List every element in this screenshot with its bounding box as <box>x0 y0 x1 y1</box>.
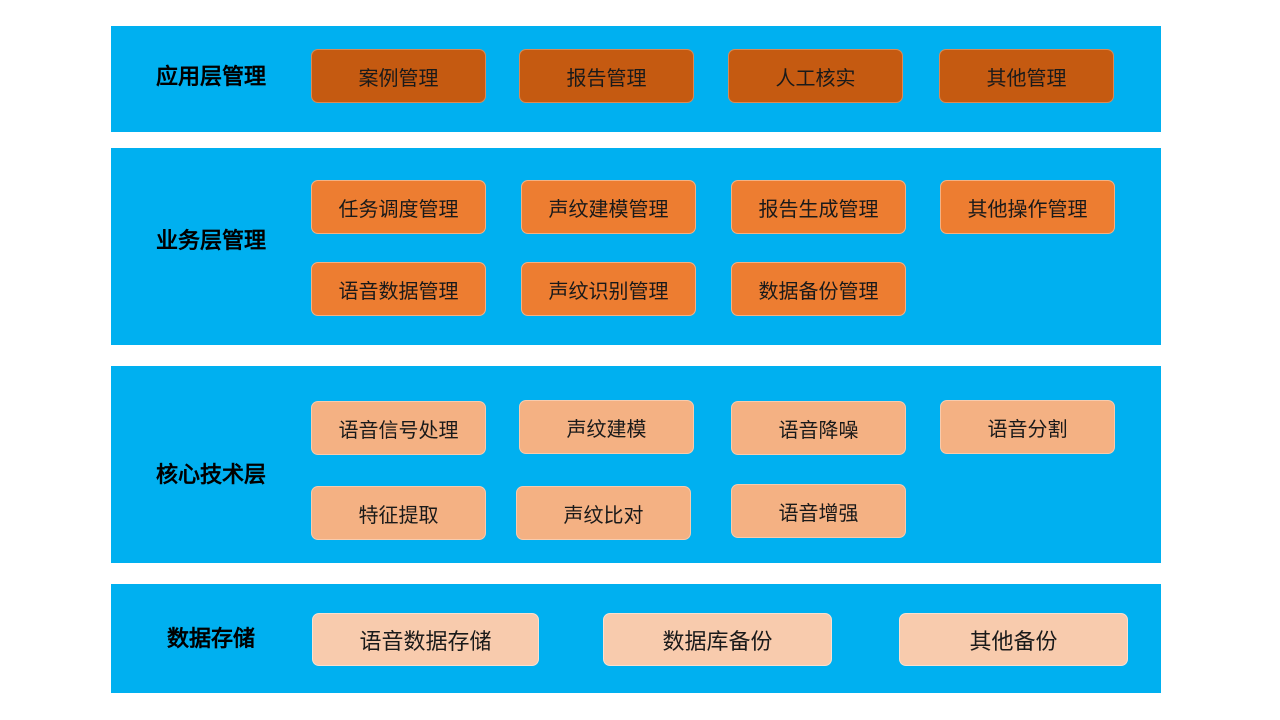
box-task-scheduling: 任务调度管理 <box>311 180 486 234</box>
box-speech-enhancement: 语音增强 <box>731 484 906 538</box>
box-other-backup: 其他备份 <box>899 613 1128 666</box>
box-voiceprint-recognition: 声纹识别管理 <box>521 262 696 316</box>
box-voiceprint-modeling-management: 声纹建模管理 <box>521 180 696 234</box>
layer-application: 应用层管理 案例管理 报告管理 人工核实 其他管理 <box>111 26 1161 132</box>
box-report-management: 报告管理 <box>519 49 694 103</box>
box-case-management: 案例管理 <box>311 49 486 103</box>
box-voiceprint-comparison: 声纹比对 <box>516 486 691 540</box>
layer-title-application: 应用层管理 <box>155 65 266 90</box>
layer-business: 业务层管理 任务调度管理 声纹建模管理 报告生成管理 其他操作管理 语音数据管理… <box>111 148 1161 345</box>
layer-title-storage: 数据存储 <box>166 627 255 652</box>
box-data-backup-management: 数据备份管理 <box>731 262 906 316</box>
box-voice-data-storage: 语音数据存储 <box>312 613 539 666</box>
box-voiceprint-modeling: 声纹建模 <box>519 400 694 454</box>
layer-title-business: 业务层管理 <box>155 229 266 254</box>
box-feature-extraction: 特征提取 <box>311 486 486 540</box>
box-database-backup: 数据库备份 <box>603 613 832 666</box>
box-report-generation: 报告生成管理 <box>731 180 906 234</box>
box-other-management: 其他管理 <box>939 49 1114 103</box>
box-manual-verification: 人工核实 <box>728 49 903 103</box>
box-other-operations: 其他操作管理 <box>940 180 1115 234</box>
box-noise-reduction: 语音降噪 <box>731 401 906 455</box>
box-speech-segmentation: 语音分割 <box>940 400 1115 454</box>
layer-core: 核心技术层 语音信号处理 声纹建模 语音降噪 语音分割 特征提取 声纹比对 语音… <box>111 366 1161 563</box>
box-voice-data-management: 语音数据管理 <box>311 262 486 316</box>
box-signal-processing: 语音信号处理 <box>311 401 486 455</box>
layer-storage: 数据存储 语音数据存储 数据库备份 其他备份 <box>111 584 1161 693</box>
layer-title-core: 核心技术层 <box>155 463 266 488</box>
